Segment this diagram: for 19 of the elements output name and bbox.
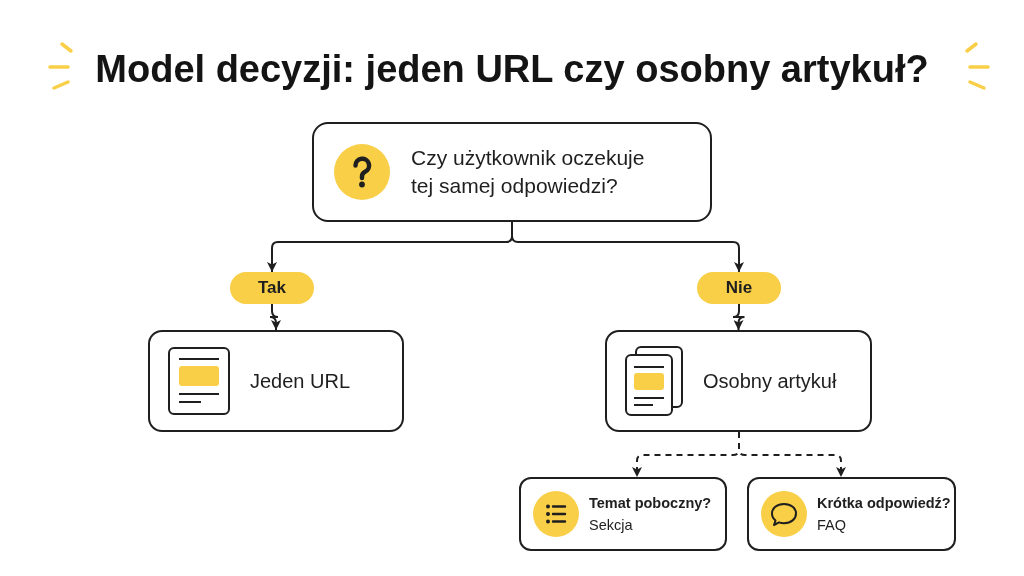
outcome-box	[148, 330, 404, 432]
outcome-text: Jeden URL	[250, 369, 351, 394]
outcome-text: Osobny artykuł	[703, 369, 837, 394]
arrow	[732, 303, 746, 331]
option-result: Sekcja	[589, 515, 634, 535]
option-card	[519, 477, 727, 551]
outcome-box	[605, 330, 872, 432]
question-box	[312, 122, 712, 222]
question-text: Czy użytkownik oczekuje tej samej odpowiedzi?	[411, 145, 646, 199]
option-question: Temat poboczny?	[589, 493, 712, 513]
option-result: FAQ	[817, 515, 847, 535]
title: Model decyzji: jeden URL czy osobny artykuł?	[95, 47, 929, 92]
answer-label: Tak	[230, 272, 314, 304]
answer-label: Nie	[697, 272, 781, 304]
option-card	[747, 477, 956, 551]
arrow	[511, 221, 744, 273]
dashed-arrow	[738, 431, 846, 478]
arrow	[269, 303, 281, 331]
option-question: Krótka odpowiedź?	[817, 493, 951, 513]
